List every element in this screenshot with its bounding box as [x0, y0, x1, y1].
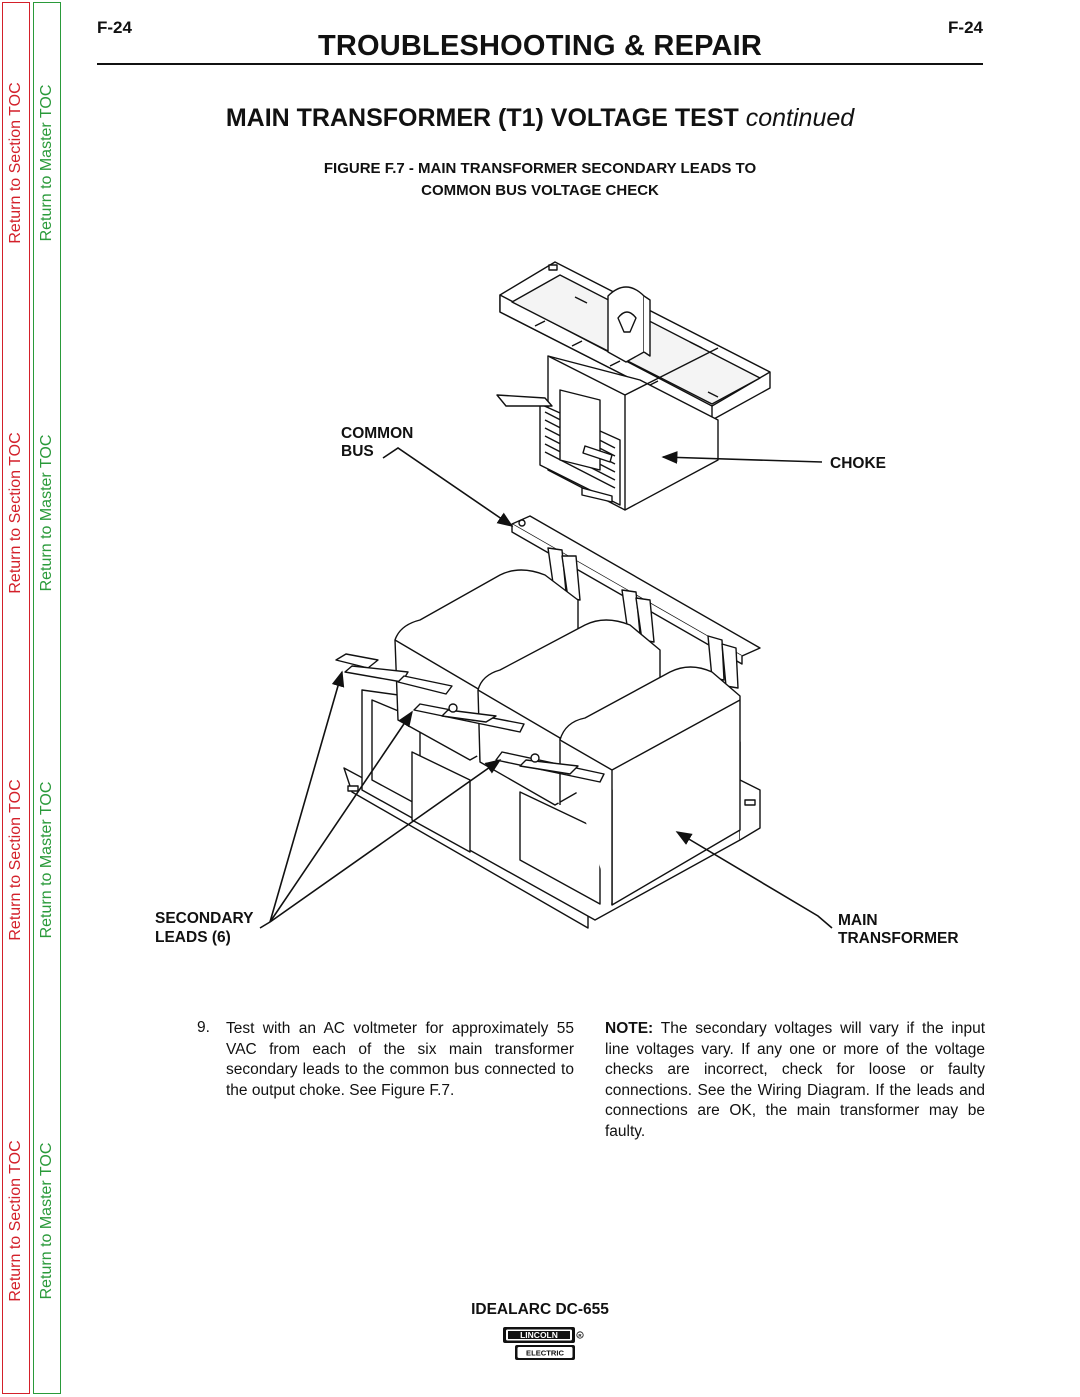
note-label: NOTE:: [605, 1020, 654, 1037]
svg-text:ELECTRIC: ELECTRIC: [526, 1349, 564, 1358]
step-9-text: Test with an AC voltmeter for approximat…: [226, 1020, 574, 1099]
section-title-main: MAIN TRANSFORMER (T1) VOLTAGE TEST: [225, 104, 739, 132]
label-bus: BUS: [341, 443, 374, 460]
figure-caption: FIGURE F.7 - MAIN TRANSFORMER SECONDARY …: [97, 158, 983, 202]
page-number-left: F-24: [97, 18, 132, 37]
footer-model-name: IDEALARC DC-655: [471, 1301, 609, 1318]
page-header-title: TROUBLESHOOTING & REPAIR: [317, 30, 763, 62]
figure-caption-line-1: FIGURE F.7 - MAIN TRANSFORMER SECONDARY …: [323, 160, 757, 177]
section-title-continued: continued: [745, 104, 855, 132]
svg-text:R: R: [578, 1333, 582, 1338]
step-number: 9.: [197, 1019, 210, 1036]
figure-caption-line-2: COMMON BUS VOLTAGE CHECK: [421, 182, 659, 199]
coil-3: [559, 666, 741, 906]
label-leads: LEADS (6): [155, 929, 231, 946]
return-to-section-toc-link[interactable]: Return to Section TOC: [7, 1140, 24, 1302]
master-toc-bar: Return to Master TOC Return to Master TO…: [33, 2, 61, 1394]
label-main: MAIN: [838, 912, 878, 929]
note-text: The secondary voltages will vary if the …: [605, 1020, 985, 1140]
secondary-lead-terminal: [335, 653, 379, 669]
note-paragraph: NOTE: The secondary voltages will vary i…: [605, 1019, 985, 1142]
section-toc-bar: Return to Section TOC Return to Section …: [2, 2, 30, 1394]
choke-body: [496, 347, 719, 511]
lifting-eye: [607, 286, 651, 363]
label-secondary: SECONDARY: [155, 910, 254, 927]
lincoln-electric-logo: LINCOLN R ELECTRIC: [503, 1327, 584, 1360]
return-to-master-toc-link[interactable]: Return to Master TOC: [38, 1142, 55, 1300]
label-choke: CHOKE: [830, 455, 886, 472]
svg-text:LINCOLN: LINCOLN: [520, 1330, 558, 1340]
page-number-right: F-24: [948, 18, 983, 37]
transformer-illustration: [259, 261, 833, 929]
header-divider: [97, 63, 983, 65]
label-common: COMMON: [341, 425, 414, 442]
label-transformer: TRANSFORMER: [838, 930, 959, 947]
section-title: MAIN TRANSFORMER (T1) VOLTAGE TEST conti…: [97, 104, 983, 133]
